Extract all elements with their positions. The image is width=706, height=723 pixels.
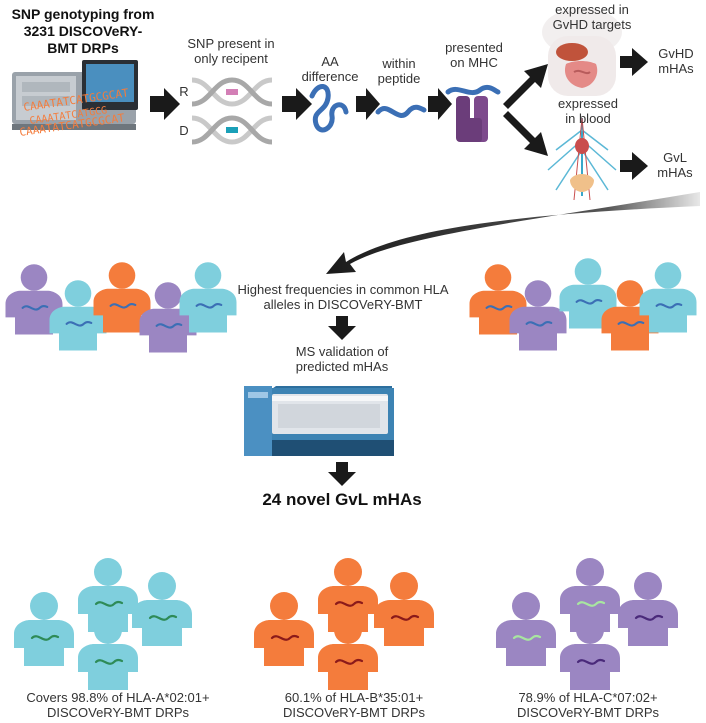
center-arrows (328, 316, 356, 486)
aa-label: AA difference (290, 54, 370, 84)
person-left-1 (5, 264, 63, 335)
snp-label-line-2: only recipent (194, 51, 268, 66)
mhc-label: presented on MHC (434, 40, 514, 70)
arrow-1 (150, 88, 180, 120)
person-left-3 (93, 262, 151, 333)
mass-spec-icon (244, 386, 394, 456)
person-b-1 (318, 558, 378, 632)
sequencer-icon (12, 60, 138, 130)
coverage-b-line-1: 60.1% of HLA-B*35:01+ (284, 690, 424, 705)
header-line-3: BMT DRPs (47, 40, 119, 56)
person-b-4 (318, 616, 378, 690)
arrow-to-ms (328, 316, 356, 340)
mhc-label-line-2: on MHC (450, 55, 498, 70)
peptide-label-line-1: within (382, 56, 416, 71)
person-c-3 (496, 592, 556, 666)
dna-recipient-icon (191, 77, 273, 107)
arrow-4 (428, 88, 452, 120)
snp-label: SNP present in only recipent (176, 36, 286, 66)
person-right-5 (639, 262, 697, 333)
person-a-1 (78, 558, 138, 632)
arrow-gvhd (620, 48, 648, 76)
person-left-4 (139, 282, 197, 353)
header-title: SNP genotyping from 3231 DISCOVeRY- BMT … (8, 6, 158, 57)
gvhd-mhas-line-2: mHAs (658, 61, 694, 76)
header-line-2: 3231 DISCOVeRY- (23, 23, 143, 39)
people-figures (5, 258, 697, 690)
frequency-line-2: alleles in DISCOVeRY-BMT (263, 297, 423, 312)
coverage-a-line-1: Covers 98.8% of HLA-A*02:01+ (26, 690, 210, 705)
gvl-mhas-line-2: mHAs (657, 165, 693, 180)
person-right-2 (509, 280, 567, 351)
person-a-4 (78, 616, 138, 690)
person-c-4 (560, 616, 620, 690)
gvhd-mhas-label: GvHD mHAs (650, 46, 702, 76)
person-c-1 (560, 558, 620, 632)
protein-icon (309, 84, 349, 133)
coverage-a-label: Covers 98.8% of HLA-A*02:01+ DISCOVeRY-B… (0, 690, 236, 720)
blood-label: expressed in blood (548, 96, 628, 126)
gvhd-mhas-line-1: GvHD (658, 46, 694, 61)
person-a-3 (14, 592, 74, 666)
gvhd-organs-icon (542, 8, 622, 96)
person-right-4 (601, 280, 659, 351)
gvl-mhas-line-1: GvL (663, 150, 687, 165)
blood-vessels-icon (547, 117, 617, 201)
r-label: R (179, 84, 189, 99)
peptide-label-line-2: peptide (377, 71, 421, 86)
arrow-gvl (620, 152, 648, 180)
gvhd-targets-label: expressed in GvHD targets (540, 2, 644, 32)
arrow-up (503, 64, 548, 109)
gvl-sweep-arrow (326, 192, 700, 274)
peptide-icon (375, 104, 427, 118)
peptide-label: within peptide (366, 56, 432, 86)
person-left-5 (179, 262, 237, 333)
gvhd-targets-line-2: GvHD targets (552, 17, 632, 32)
dna-donor-icon (191, 115, 273, 145)
person-c-2 (618, 572, 678, 646)
ms-validation-label: MS validation of predicted mHAs (262, 344, 422, 374)
blood-label-line-1: expressed (558, 96, 618, 111)
ms-validation-line-1: MS validation of (295, 344, 389, 359)
coverage-a-line-2: DISCOVeRY-BMT DRPs (46, 705, 190, 720)
coverage-b-line-2: DISCOVeRY-BMT DRPs (282, 705, 426, 720)
arrow-to-result (328, 462, 356, 486)
mhc-label-line-1: presented (445, 40, 503, 55)
coverage-c-label: 78.9% of HLA-C*07:02+ DISCOVeRY-BMT DRPs (470, 690, 706, 720)
person-b-3 (254, 592, 314, 666)
arrow-3 (356, 88, 380, 120)
gvhd-targets-line-1: expressed in (555, 2, 629, 17)
frequency-label: Highest frequencies in common HLA allele… (212, 282, 474, 312)
coverage-b-label: 60.1% of HLA-B*35:01+ DISCOVeRY-BMT DRPs (236, 690, 472, 720)
aa-label-line-2: difference (301, 69, 359, 84)
header-line-1: SNP genotyping from (11, 6, 155, 22)
arrow-down (503, 111, 548, 156)
coverage-c-line-2: DISCOVeRY-BMT DRPs (516, 705, 660, 720)
frequency-line-1: Highest frequencies in common HLA (237, 282, 449, 297)
gvl-mhas-label: GvL mHAs (652, 150, 698, 180)
mhc-icon (445, 84, 501, 142)
d-label: D (179, 123, 189, 138)
person-b-2 (374, 572, 434, 646)
process-arrows (150, 48, 648, 180)
snp-label-line-1: SNP present in (187, 36, 275, 51)
ms-validation-line-2: predicted mHAs (295, 359, 389, 374)
aa-label-line-1: AA (321, 54, 339, 69)
person-a-2 (132, 572, 192, 646)
arrow-2 (282, 88, 312, 120)
blood-label-line-2: in blood (565, 111, 611, 126)
coverage-c-line-1: 78.9% of HLA-C*07:02+ (518, 690, 658, 705)
person-left-2 (49, 280, 107, 351)
result-label: 24 novel GvL mHAs (262, 490, 422, 509)
